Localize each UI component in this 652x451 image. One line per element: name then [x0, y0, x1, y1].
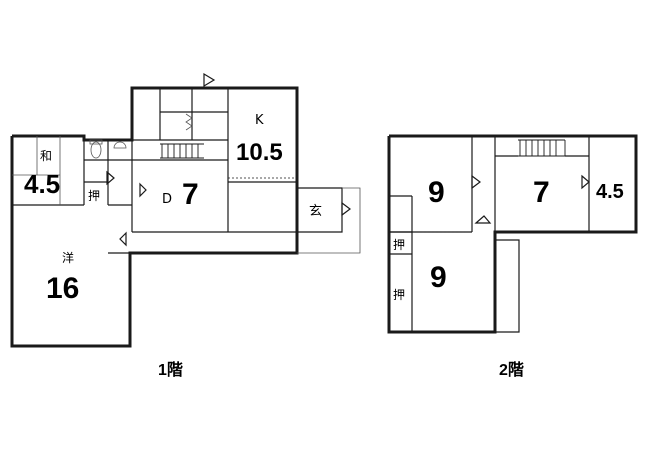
room-dining-size: 7 — [182, 178, 199, 211]
room-2f-b-size: 7 — [533, 176, 550, 209]
room-2f-oshi-bottom: 押 — [393, 288, 405, 302]
room-2f-a-size: 9 — [428, 176, 445, 209]
room-yo-size: 16 — [46, 272, 79, 305]
floor2-label: 2階 — [499, 361, 524, 379]
room-kitchen-size: 10.5 — [236, 139, 283, 166]
floor1-label: 1階 — [158, 361, 183, 379]
room-dining-name: D — [162, 192, 172, 207]
room-oshi-name: 押 — [88, 189, 100, 203]
room-yo-name: 洋 — [62, 250, 74, 265]
room-kitchen-name: K — [255, 113, 264, 128]
room-2f-d-size: 9 — [430, 261, 447, 294]
floor1-plan: 和 4.5 押 D 7 K 10.5 玄 洋 16 1階 — [10, 72, 361, 379]
room-2f-oshi-top: 押 — [393, 238, 405, 252]
room-wa-name: 和 — [40, 149, 52, 163]
room-genkan-name: 玄 — [309, 204, 322, 219]
room-wa-size: 4.5 — [24, 169, 60, 199]
room-2f-c-size: 4.5 — [596, 181, 624, 203]
stairs-floor1 — [160, 143, 204, 159]
floor2-plan: 9 7 4.5 9 押 押 2階 — [387, 134, 638, 379]
stairs-floor2 — [518, 139, 566, 157]
